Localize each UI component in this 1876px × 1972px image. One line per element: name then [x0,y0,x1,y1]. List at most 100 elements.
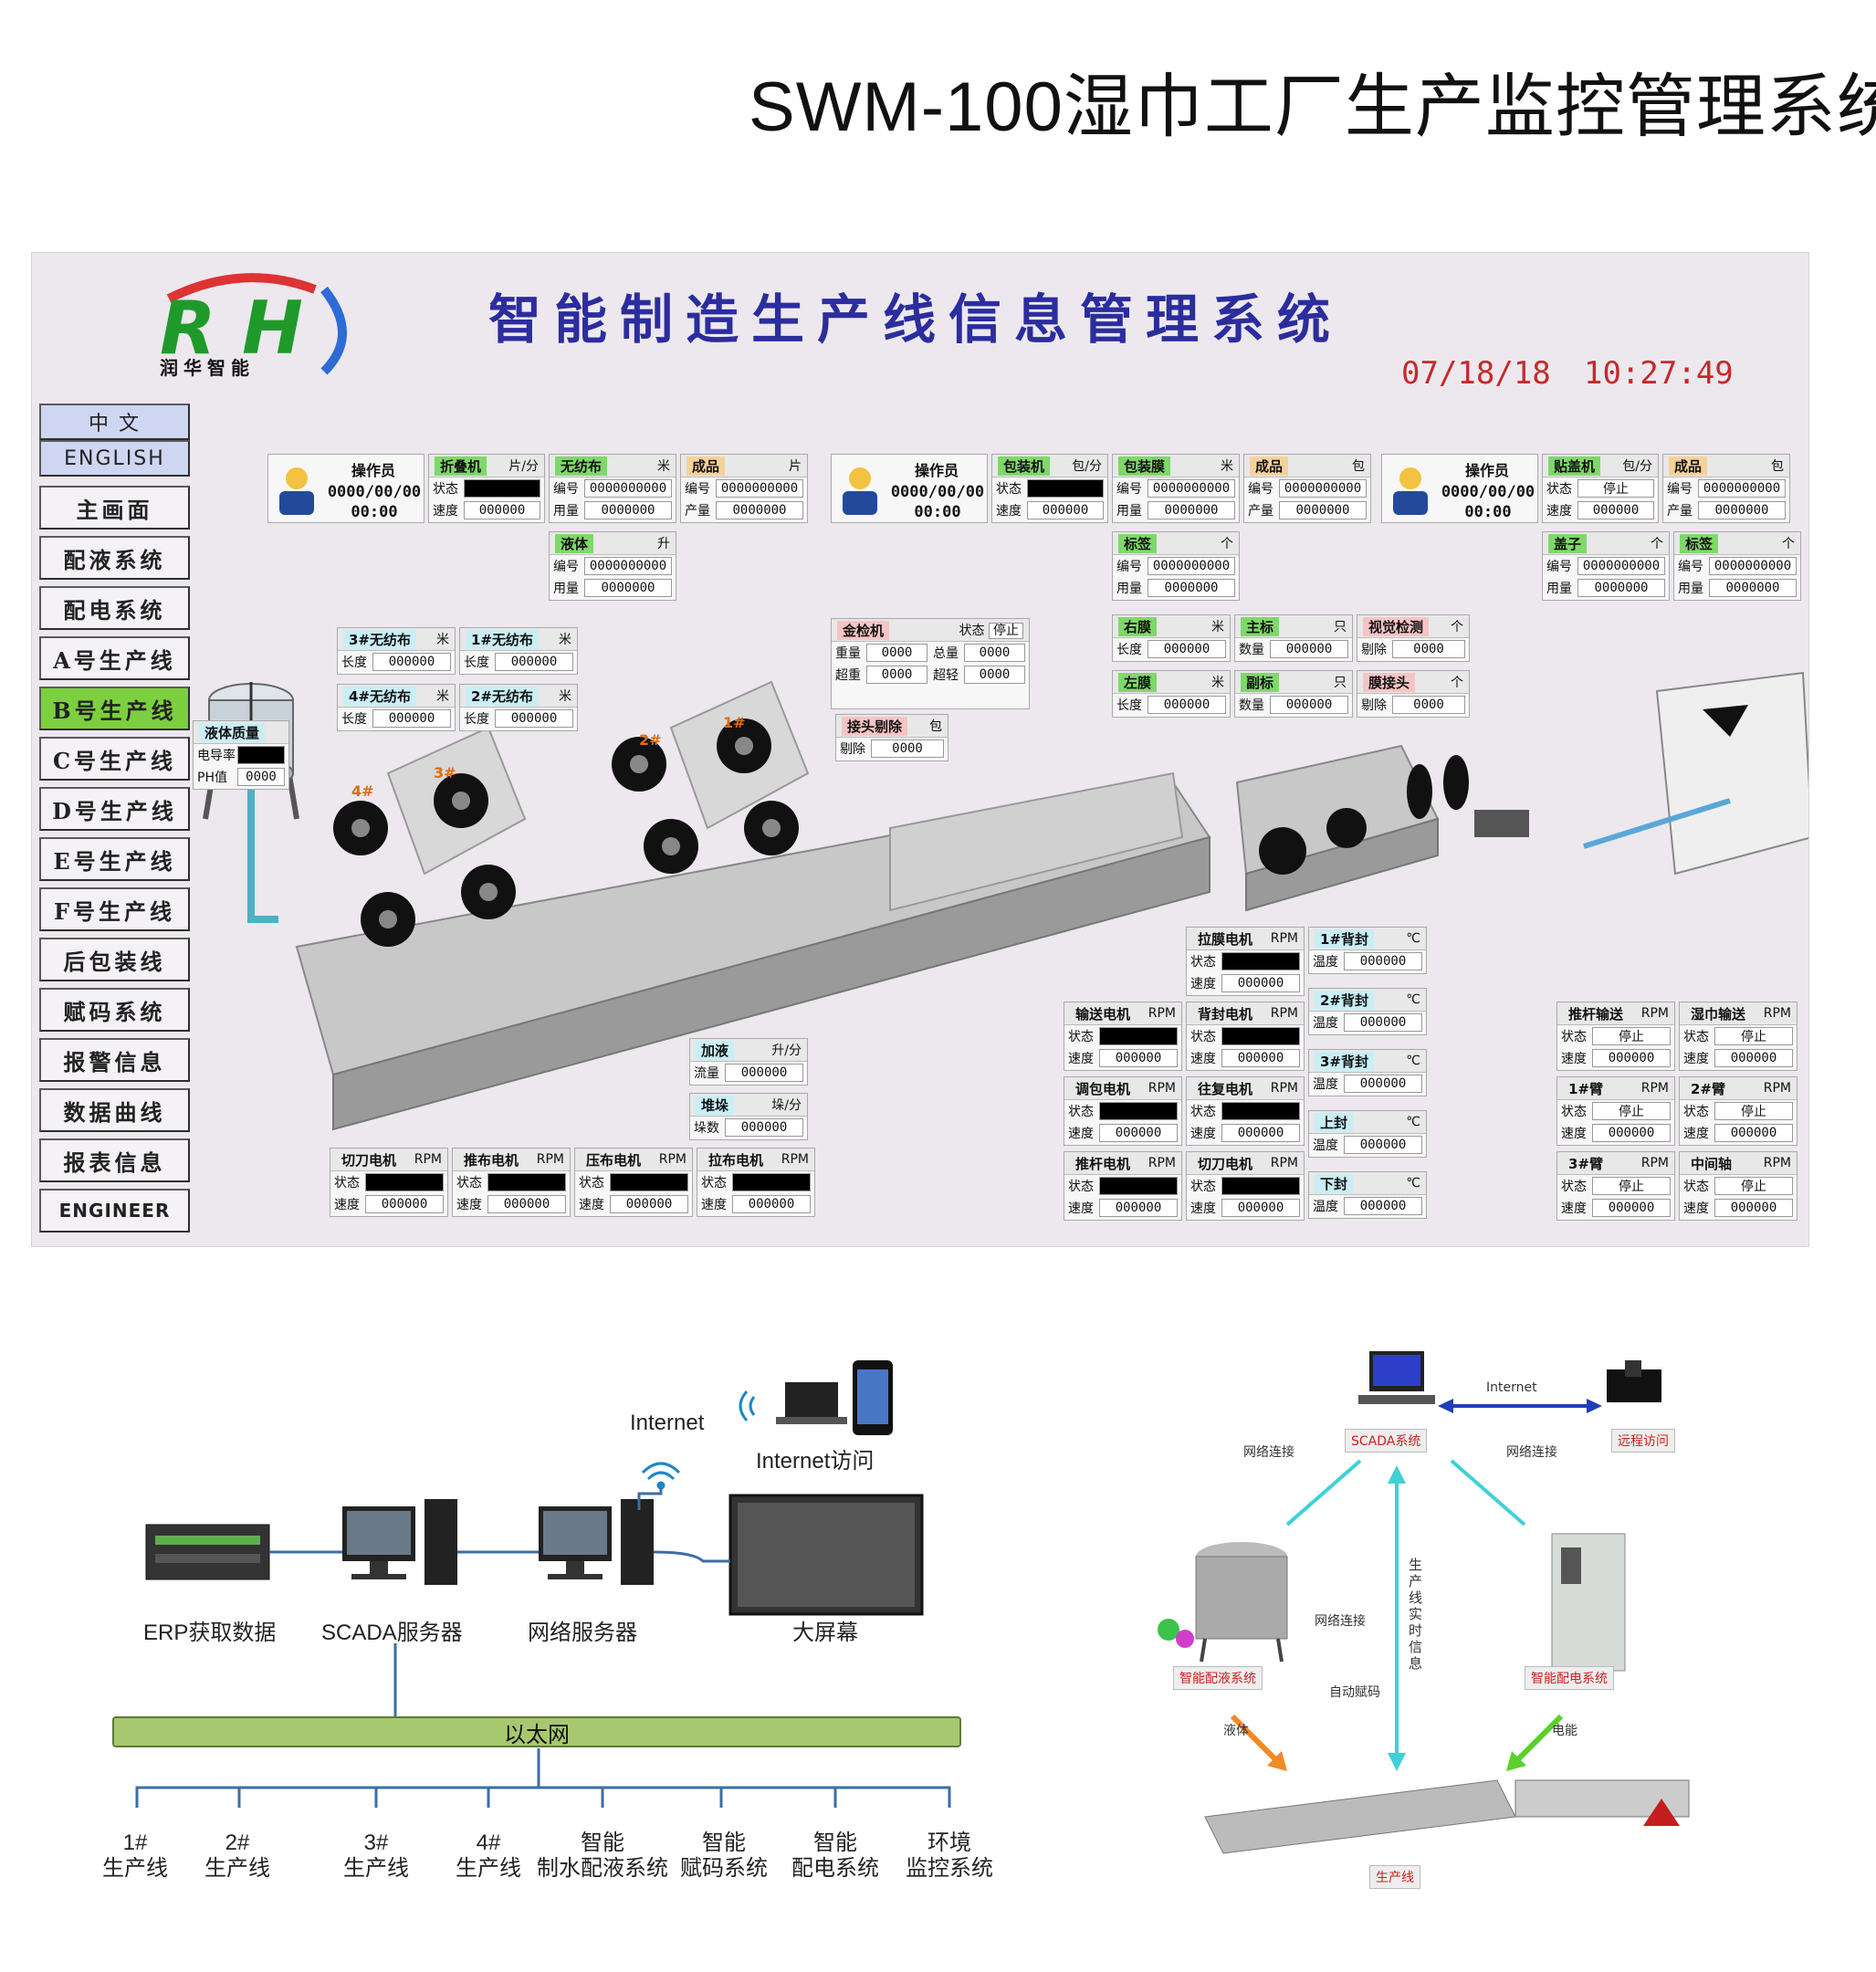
nav-english[interactable]: ENGLISH [39,440,190,477]
topo-net1-label: 网络连接 [1243,1445,1294,1460]
row-key: 编号 [553,560,579,574]
unit-2-label: 2# [639,731,662,749]
row-value: 0000000 [1709,579,1797,597]
box-title: 推杆电机 [1075,1155,1131,1172]
operator-label: 操作员 [351,462,395,479]
box-title: 切刀电机 [1198,1155,1253,1172]
row-value: 000000 [1344,1136,1422,1154]
row-key: 速度 [1546,504,1572,519]
box-unit: 只 [1334,620,1347,635]
box-title: 推杆输送 [1568,1005,1624,1023]
operator-icon [843,467,877,515]
row-value: 0000000000 [1709,557,1797,575]
nav-curves[interactable]: 数据曲线 [39,1088,190,1132]
nav-liquid[interactable]: 配液系统 [39,536,190,580]
nav-line-b[interactable]: B号生产线 [39,687,190,730]
box-title: 成品 [686,456,726,476]
unit-3-label: 3# [434,764,456,781]
row-key: 用量 [1116,582,1142,596]
operator-label: 操作员 [1464,462,1509,479]
box-unit: 个 [1782,537,1795,551]
box-title: 加液 [696,1040,735,1060]
row-value: 0000 [871,740,944,758]
nav-post-packing[interactable]: 后包装线 [39,938,190,981]
nav-line-d[interactable]: D号生产线 [39,787,190,831]
nav-coding[interactable]: 赋码系统 [39,988,190,1032]
nav-main[interactable]: 主画面 [39,486,190,530]
status-indicator [1221,1027,1300,1045]
row-key: 长度 [341,656,367,670]
box-unit: RPM [1763,1156,1791,1170]
box-unit: RPM [1148,1081,1176,1096]
scada-server-label: SCADA服务器 [321,1621,463,1645]
row-key: 编号 [553,482,579,497]
nav-line-f[interactable]: F号生产线 [39,887,190,931]
row-key: 用量 [1678,582,1703,596]
row-value: 000000 [1148,640,1226,658]
nav-chinese[interactable]: 中 文 [39,404,190,440]
status-indicator [610,1173,688,1191]
row-key: 流量 [694,1066,719,1081]
nav-line-e[interactable]: E号生产线 [39,837,190,881]
row-key: 编号 [685,482,710,497]
box-unit: RPM [781,1152,809,1167]
node-label: 环境监控系统 [899,1830,1000,1882]
operator-icon [1393,467,1428,515]
box-title: 无纺布 [555,456,608,476]
box-unit: ℃ [1406,992,1420,1007]
nav-engineer[interactable]: ENGINEER [39,1189,190,1232]
box-title: 贴盖机 [1548,456,1601,476]
row-value: 000000 [1714,1199,1793,1217]
node-line-2: 监控系统 [906,1856,993,1881]
row-key: 数量 [1239,698,1264,713]
box-title: 视觉检测 [1363,616,1430,636]
row-value: 停止 [1577,479,1654,498]
row-value: 000000 [1714,1049,1793,1067]
nav-line-c[interactable]: C号生产线 [39,737,190,781]
topo-internet-label: Internet [1486,1380,1537,1395]
unit-1-label: 1# [723,714,746,731]
node-label: 1#生产线 [99,1830,172,1882]
box-title: 1#臂 [1568,1080,1604,1097]
web-server-icon [539,1499,654,1585]
nav-alarms[interactable]: 报警信息 [39,1038,190,1082]
row-value: 000000 [1344,1013,1422,1032]
nav-reports[interactable]: 报表信息 [39,1138,190,1182]
row-key: 状态 [1683,1105,1709,1119]
erp-server-icon [145,1524,270,1580]
production-line-icon [1204,1779,1690,1854]
conductivity-indicator [237,746,285,764]
row-value: 0000000 [1577,579,1665,597]
row-key: 状态 [433,482,458,497]
topo-liquid-sys-label: 智能配液系统 [1173,1666,1263,1690]
box-title: 下封 [1315,1173,1354,1193]
row-key: 垛数 [694,1121,719,1136]
node-label: 智能赋码系统 [674,1830,774,1882]
nav-power[interactable]: 配电系统 [39,586,190,630]
node-line-1: 2# [225,1830,250,1855]
box-unit: ℃ [1406,1115,1420,1129]
row-value: 0000 [866,666,928,684]
box-unit: RPM [1270,1156,1298,1170]
nav-line-a[interactable]: A号生产线 [39,636,190,680]
row-value: 0000000000 [1698,479,1786,498]
row-value: 停止 [1714,1177,1793,1195]
node-label: 2#生产线 [201,1830,274,1882]
box-unit: 米 [559,633,571,647]
box-title: 包装膜 [1118,456,1171,476]
row-value: 0000000 [584,579,672,597]
row-value: 000000 [1099,1049,1178,1067]
box-unit: RPM [1148,1006,1176,1021]
row-key: 产量 [1248,504,1273,519]
logo-caption: 润华智能 [160,357,255,379]
row-value: 0000000000 [584,557,672,575]
